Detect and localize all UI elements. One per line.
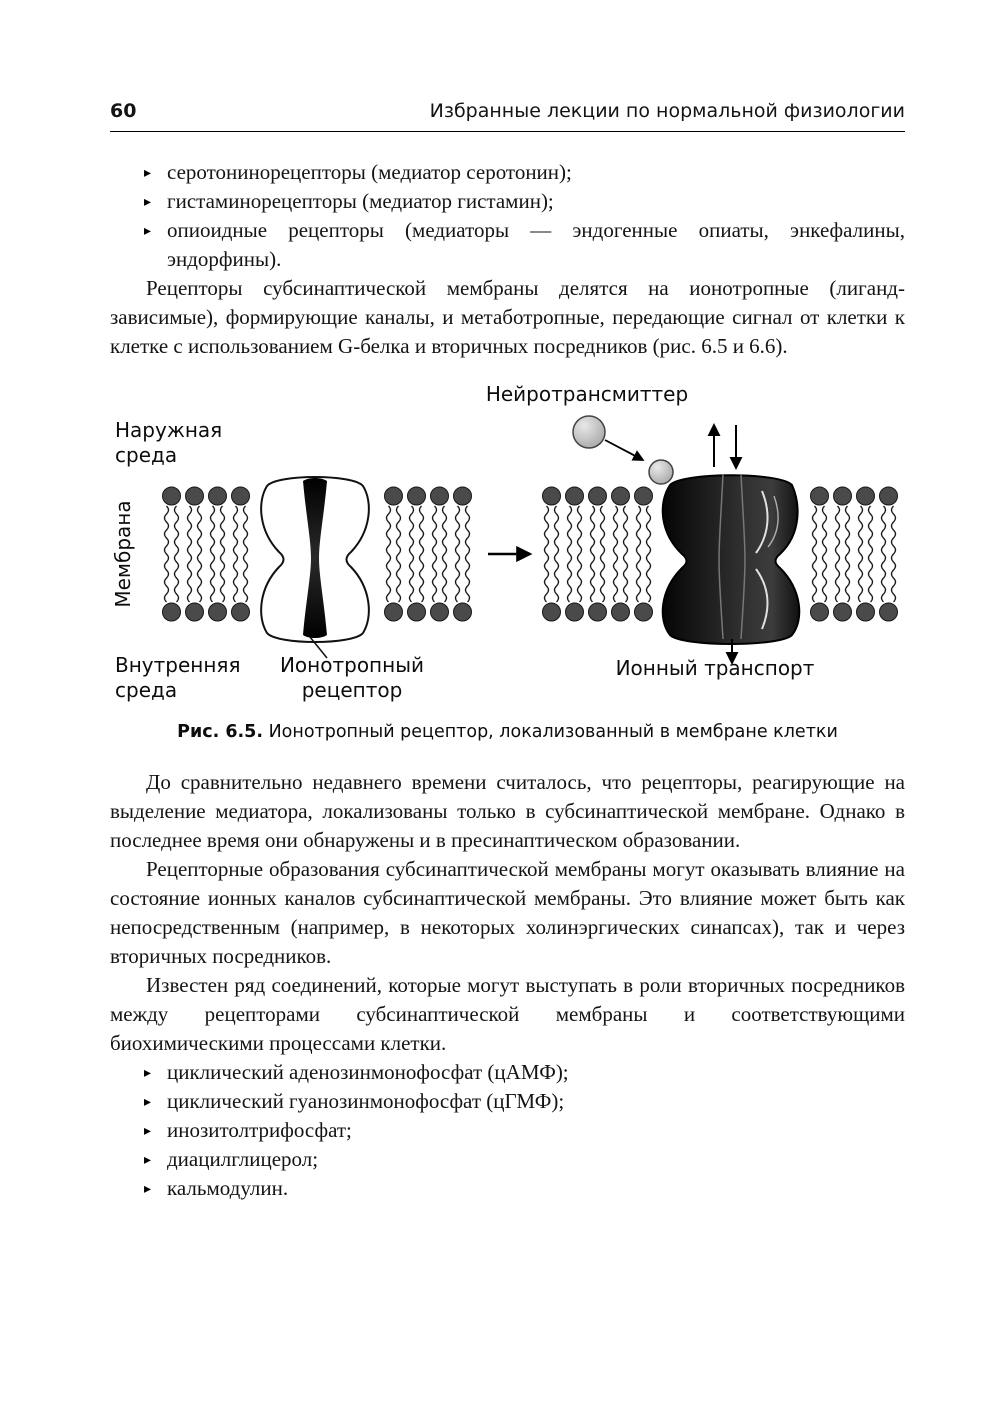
list-item: ▸ циклический гуанозинмонофосфат (цГМФ); (110, 1087, 905, 1116)
page-header: 60 Избранные лекции по нормальной физиол… (110, 100, 905, 132)
bullet-arrow-icon: ▸ (144, 1181, 152, 1197)
lipid-bilayer-segment (382, 486, 474, 622)
membrane-right (540, 486, 900, 622)
list-item: ▸ серотонинорецепторы (медиатор серотони… (110, 158, 905, 187)
neurotransmitter-circle (572, 415, 606, 449)
list-item-text: диацилглицерол; (167, 1147, 319, 1171)
paragraph-p1: Рецепторы субсинаптической мембраны деля… (110, 276, 905, 358)
receptor-highlight (767, 495, 779, 548)
label-inner-env-line1: Внутренняя (115, 653, 241, 677)
bullet-arrow-icon: ▸ (144, 223, 152, 239)
page-number: 60 (110, 100, 137, 122)
neurotransmitter-arrow (604, 439, 645, 461)
list-item: ▸ инозитолтрифосфат; (110, 1116, 905, 1145)
list-item-text: циклический гуанозинмонофосфат (цГМФ); (167, 1089, 565, 1113)
bullet-arrow-icon: ▸ (144, 1094, 152, 1110)
label-membrane: Мембрана (111, 500, 135, 607)
list-item-text: гистаминорецепторы (медиатор гистамин); (167, 189, 554, 213)
figure-caption: Рис. 6.5. Ионотропный рецептор, локализо… (110, 722, 905, 742)
list-item: ▸ циклический аденозинмонофосфат (цАМФ); (110, 1058, 905, 1087)
list-item-text: опиоидные рецепторы (медиаторы — эндоген… (167, 218, 905, 271)
list-item: ▸ диацилглицерол; (110, 1145, 905, 1174)
membrane-left (160, 486, 474, 622)
open-channel-edge (740, 473, 746, 640)
receptor-highlight (755, 490, 769, 554)
list-item-text: инозитолтрифосфат; (167, 1118, 352, 1142)
label-outer-env-line1: Наружная (115, 418, 222, 442)
figure-caption-number: Рис. 6.5. (177, 722, 263, 742)
bullet-arrow-icon: ▸ (144, 1152, 152, 1168)
ionotropic-receptor-open (661, 473, 801, 645)
bullet-arrow-icon: ▸ (144, 165, 152, 181)
lipid-bilayer-segment (540, 486, 655, 622)
paragraph-p2: До сравнительно недавнего времени считал… (110, 770, 905, 852)
label-inner-env-line2: среда (115, 678, 177, 702)
receptor-pointer-line (309, 636, 328, 659)
running-title: Избранные лекции по нормальной физиологи… (429, 100, 905, 122)
open-channel-edge (718, 473, 724, 640)
list-item-text: серотонинорецепторы (медиатор серотонин)… (167, 160, 572, 184)
label-outer-env-line2: среда (115, 443, 177, 467)
lipid-bilayer-segment (808, 486, 900, 622)
ionotropic-receptor-closed (260, 476, 370, 643)
paragraph-p4: Известен ряд соединений, которые могут в… (110, 973, 905, 1055)
receptor-body-active (661, 474, 801, 645)
figure-6-5-diagram: Нейротрансмиттер Наружная среда Мембрана… (111, 382, 900, 702)
list-item-text: кальмодулин. (167, 1176, 289, 1200)
bullet-arrow-icon: ▸ (144, 1065, 152, 1081)
label-ion-transport: Ионный транспорт (616, 656, 815, 680)
lipid-bilayer-segment (160, 486, 252, 622)
list-item: ▸ гистаминорецепторы (медиатор гистамин)… (110, 187, 905, 216)
receptor-types-list: ▸ серотонинорецепторы (медиатор серотони… (110, 158, 905, 274)
bound-neurotransmitter-circle (648, 459, 674, 485)
paragraph-p3: Рецепторные образования субсинаптической… (110, 857, 905, 968)
label-ionotropic-receptor-line1: Ионотропный (280, 653, 424, 677)
receptor-highlight (755, 568, 769, 630)
receptor-closed-channel (303, 478, 327, 638)
label-ionotropic-receptor-line2: рецептор (302, 678, 403, 702)
list-item: ▸ кальмодулин. (110, 1174, 905, 1203)
list-item: ▸ опиоидные рецепторы (медиаторы — эндог… (110, 216, 905, 274)
figure-6-5: Нейротрансмиттер Наружная среда Мембрана… (110, 375, 905, 742)
bullet-arrow-icon: ▸ (144, 1123, 152, 1139)
figure-caption-text: Ионотропный рецептор, локализованный в м… (268, 722, 838, 742)
label-neurotransmitter: Нейротрансмиттер (486, 382, 688, 406)
second-messengers-list: ▸ циклический аденозинмонофосфат (цАМФ);… (110, 1058, 905, 1203)
bullet-arrow-icon: ▸ (144, 194, 152, 210)
list-item-text: циклический аденозинмонофосфат (цАМФ); (167, 1060, 569, 1084)
